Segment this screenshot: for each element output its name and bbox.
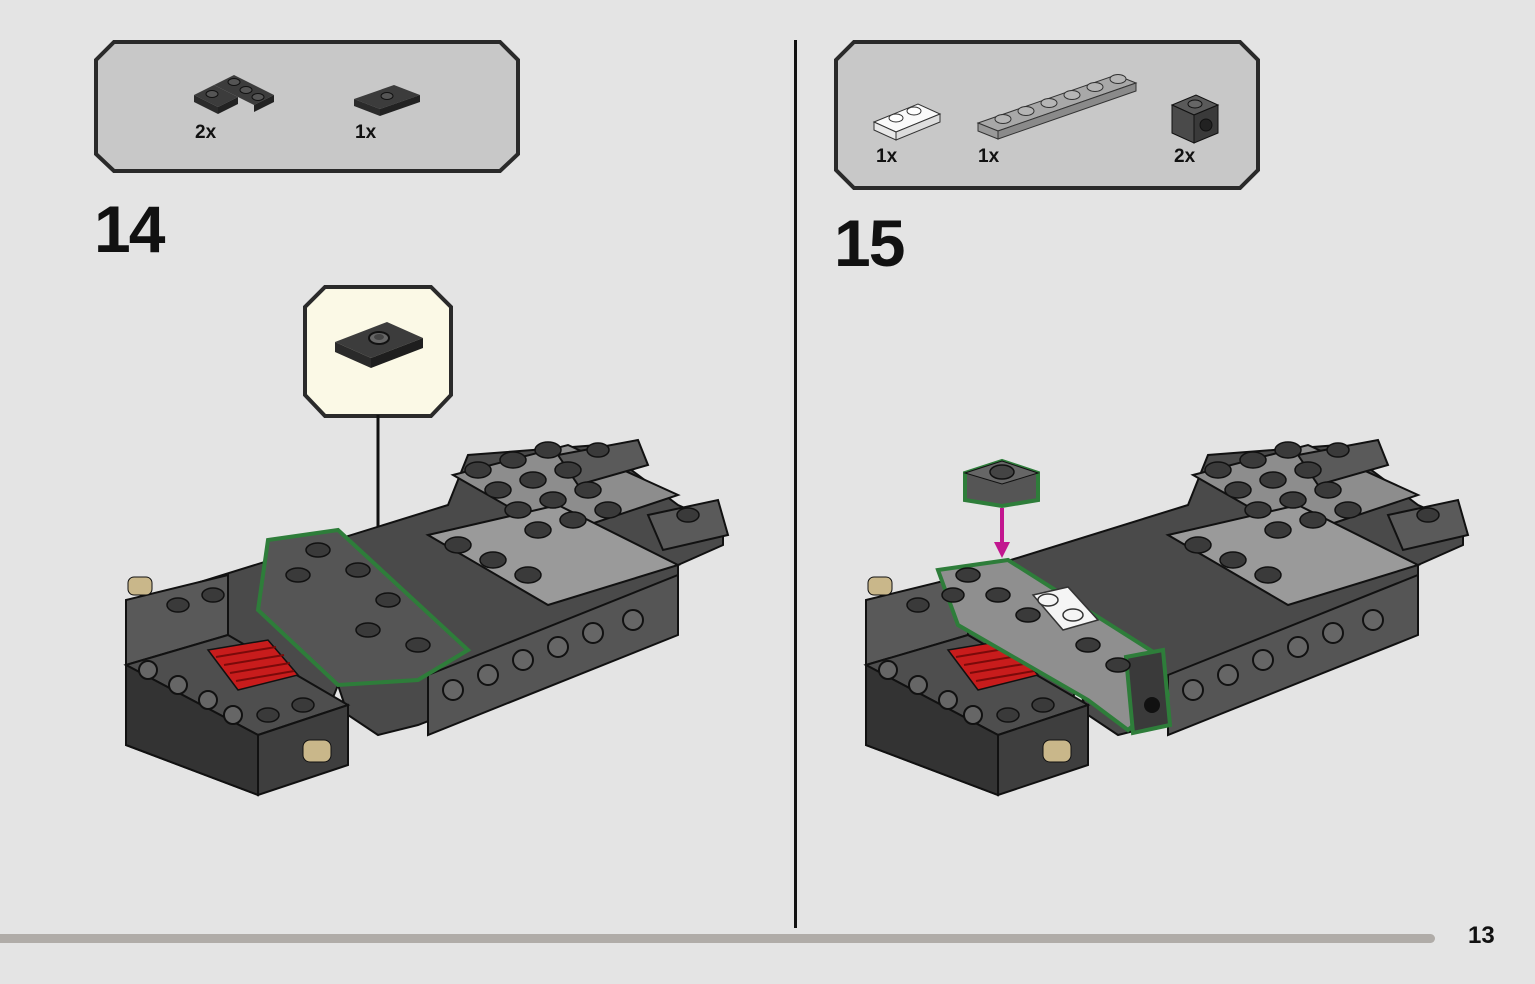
step-15-parts-box xyxy=(834,40,1260,190)
step-15-part-1-qty: 1x xyxy=(876,146,898,167)
plate-1x6-icon xyxy=(976,74,1138,140)
step-14-part-1-qty: 2x xyxy=(195,122,217,143)
page-divider xyxy=(794,40,797,928)
white-plate-1x2-icon xyxy=(872,103,942,141)
jumper-plate-icon xyxy=(354,85,420,116)
step-14-parts-box xyxy=(94,40,520,173)
brick-with-hole-icon xyxy=(1170,94,1220,144)
progress-bar xyxy=(0,934,1435,943)
step-15-floating-brick xyxy=(963,458,1040,558)
step-15-number: 15 xyxy=(834,206,905,280)
step-15-model xyxy=(863,438,1470,797)
step-15-part-3-qty: 2x xyxy=(1174,146,1196,167)
corner-plate-icon xyxy=(194,75,274,114)
step-14-number: 14 xyxy=(94,192,165,266)
step-14-part-2-qty: 1x xyxy=(355,122,377,143)
step-14-callout xyxy=(303,285,453,418)
step-15-part-2-qty: 1x xyxy=(978,146,1000,167)
step-14-model xyxy=(123,438,730,797)
page-number: 13 xyxy=(1468,922,1495,949)
